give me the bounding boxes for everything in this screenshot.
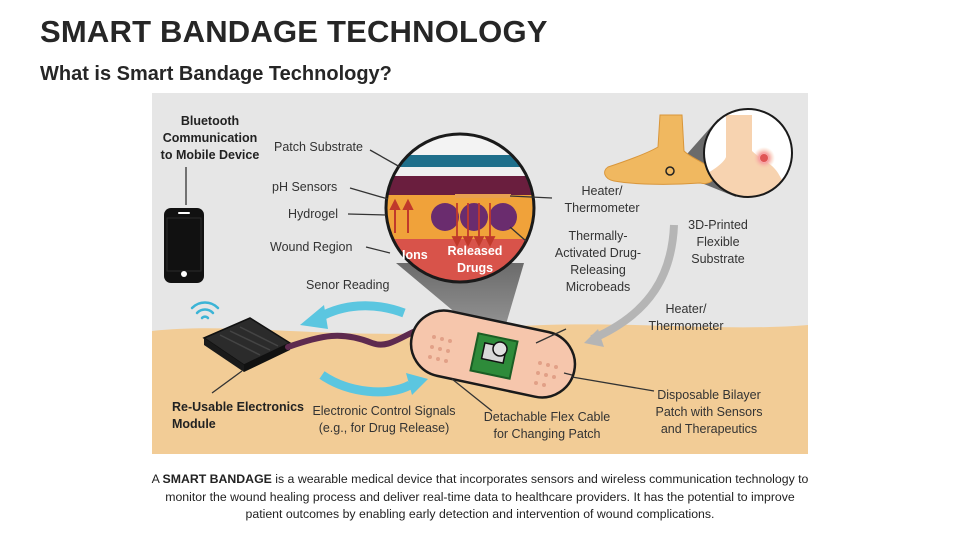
heater-thermometer-mid-label: Heater/ Thermometer	[648, 302, 724, 333]
placement-arrow	[590, 224, 678, 343]
electronics-module-label: Re-Usable Electronics Module	[172, 400, 304, 431]
diagram-illustration	[152, 108, 808, 454]
bandage-patch	[409, 309, 577, 399]
smart-bandage-diagram: Bluetooth Communication to Mobile Device…	[152, 93, 808, 454]
ions-label: Ions	[402, 248, 428, 262]
bilayer-patch-label: Disposable Bilayer Patch with Sensors an…	[655, 388, 763, 436]
page-title: SMART BANDAGE TECHNOLOGY	[40, 14, 548, 49]
description-bold-term: SMART BANDAGE	[162, 472, 272, 486]
flex-cable-label: Detachable Flex Cable for Changing Patch	[483, 410, 611, 441]
hydrogel-label: Hydrogel	[288, 207, 339, 221]
ph-sensors-label: pH Sensors	[272, 180, 338, 194]
wound-region-label: Wound Region	[270, 240, 353, 254]
description-body: is a wearable medical device that incorp…	[165, 472, 809, 521]
printed-substrate-label: 3D-Printed Flexible Substrate	[688, 218, 748, 266]
zoom-cone	[396, 263, 524, 335]
thermally-activated-label: Thermally- Activated Drug- Releasing Mic…	[554, 229, 642, 294]
wifi-icon	[190, 301, 220, 320]
mobile-phone-icon	[164, 208, 204, 283]
description-prefix: A	[151, 472, 163, 486]
patch-substrate-label: Patch Substrate	[274, 140, 363, 154]
released-drugs-label: Released Drugs	[447, 244, 503, 275]
description-paragraph: A SMART BANDAGE is a wearable medical de…	[150, 471, 810, 524]
skin-surface	[152, 324, 808, 454]
page-subtitle: What is Smart Bandage Technology?	[40, 63, 392, 85]
control-signal-arrow	[319, 371, 413, 397]
sensor-reading-arrow	[317, 301, 406, 322]
heater-thermometer-top-label: Heater/ Thermometer	[564, 184, 640, 215]
senor-reading-label: Senor Reading	[306, 278, 390, 292]
bluetooth-label: Bluetooth Communication to Mobile Device	[160, 114, 260, 162]
electronics-chip-icon	[202, 317, 292, 372]
flex-cable	[285, 326, 423, 350]
control-signals-label: Electronic Control Signals (e.g., for Dr…	[312, 404, 456, 435]
